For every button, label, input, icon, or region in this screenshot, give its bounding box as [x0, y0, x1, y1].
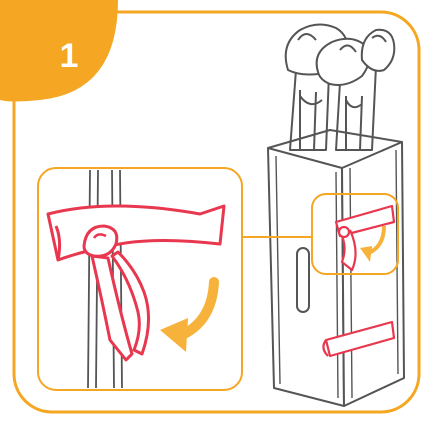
upper-strap-knot	[339, 227, 349, 237]
step-number: 1	[24, 26, 114, 86]
zoom-strap-knot	[84, 226, 117, 256]
bag-handle	[297, 248, 309, 312]
